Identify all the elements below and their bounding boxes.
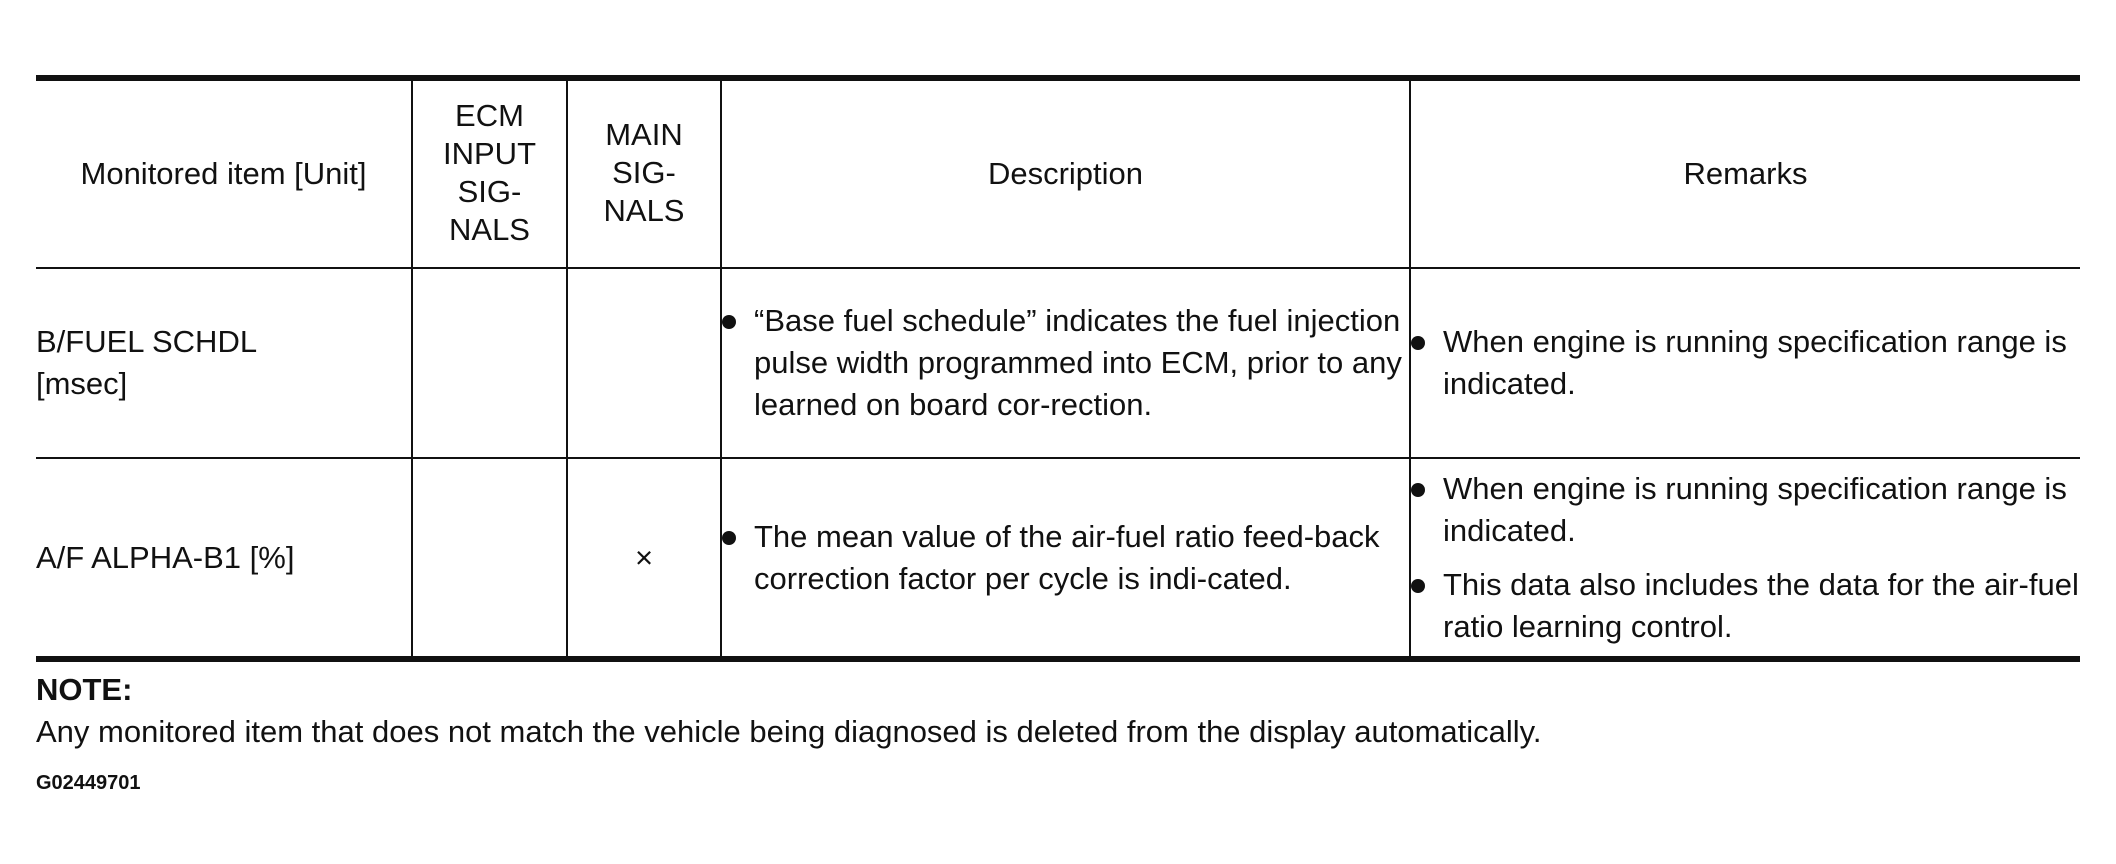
table-row: B/FUEL SCHDL [msec] “Base fuel schedule”… [36, 268, 2080, 459]
main-signal-cell [566, 268, 722, 459]
remarks-bullet: This data also includes the data for the… [1411, 564, 2080, 648]
header-ecm-line: INPUT [443, 136, 536, 171]
figure-code: G02449701 [36, 772, 141, 794]
ecm-input-cell [411, 268, 568, 459]
header-ecm-input-signals: ECM INPUT SIG- NALS [411, 78, 568, 269]
description-bullet: The mean value of the air-fuel ratio fee… [722, 516, 1409, 600]
item-line: [msec] [36, 366, 128, 401]
item-cell: B/FUEL SCHDL [msec] [36, 268, 413, 459]
header-description: Description [720, 78, 1411, 269]
header-remarks: Remarks [1409, 78, 2080, 269]
header-main-line: NALS [603, 193, 685, 228]
header-main-line: MAIN [605, 117, 683, 152]
header-monitored-item: Monitored item [Unit] [36, 78, 413, 269]
main-signal-mark: × [566, 458, 722, 660]
remarks-bullet: When engine is running specification ran… [1411, 468, 2080, 552]
header-ecm-line: NALS [449, 212, 530, 247]
remarks-bullet: When engine is running specification ran… [1411, 321, 2080, 405]
table-row: A/F ALPHA-B1 [%] × The mean value of the… [36, 458, 2080, 660]
header-ecm-line: SIG- [457, 174, 522, 209]
item-line: B/FUEL SCHDL [36, 324, 258, 359]
table-header-row: Monitored item [Unit] ECM INPUT SIG- NAL… [36, 78, 2080, 269]
description-cell: “Base fuel schedule” indicates the fuel … [720, 268, 1411, 459]
header-ecm-line: ECM [455, 98, 524, 133]
ecm-input-cell [411, 458, 568, 660]
header-main-line: SIG- [612, 155, 676, 190]
header-main-signals: MAIN SIG- NALS [566, 78, 722, 269]
note-text: Any monitored item that does not match t… [36, 714, 1542, 749]
remarks-cell: When engine is running specification ran… [1409, 268, 2080, 459]
item-cell: A/F ALPHA-B1 [%] [36, 458, 413, 660]
monitored-items-table: Monitored item [Unit] ECM INPUT SIG- NAL… [36, 75, 2080, 662]
remarks-cell: When engine is running specification ran… [1409, 458, 2080, 660]
description-cell: The mean value of the air-fuel ratio fee… [720, 458, 1411, 660]
document: Monitored item [Unit] ECM INPUT SIG- NAL… [36, 75, 2080, 795]
item-line: A/F ALPHA-B1 [%] [36, 539, 295, 575]
note-title: NOTE: [36, 672, 133, 707]
description-bullet: “Base fuel schedule” indicates the fuel … [722, 300, 1409, 426]
